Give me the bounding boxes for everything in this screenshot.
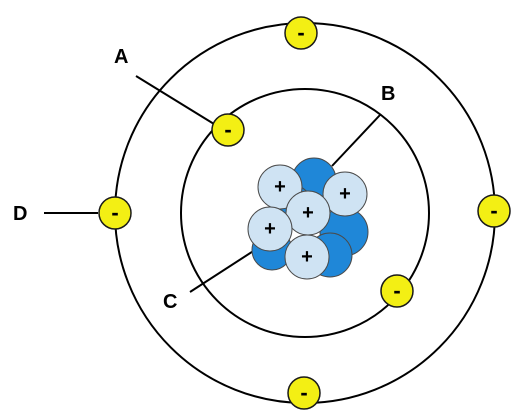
electron-a: - <box>211 113 245 147</box>
electron-sign: - <box>224 117 231 142</box>
proton <box>284 234 330 280</box>
electron-sign: - <box>111 200 118 225</box>
electron-sign: - <box>490 198 497 223</box>
electron-sign: - <box>393 278 400 303</box>
electron-sign: - <box>300 380 307 405</box>
electron-sign: - <box>297 20 304 45</box>
electron-top-outer: - <box>284 16 318 50</box>
proton-sign: + <box>302 202 314 224</box>
electron-d: - <box>98 196 132 230</box>
label-c: C <box>163 291 177 313</box>
label-a: A <box>114 46 128 68</box>
proton-sign: + <box>264 218 276 240</box>
inner-orbit <box>180 88 430 338</box>
pointer-line-b <box>331 114 381 167</box>
proton <box>322 171 368 217</box>
electron-right-outer: - <box>477 194 511 228</box>
electron-inner-lower-right: - <box>380 274 414 308</box>
electron-bottom-outer: - <box>287 376 321 410</box>
pointer-line-c <box>189 247 259 293</box>
proton-sign: + <box>301 246 313 268</box>
proton-sign: + <box>274 176 286 198</box>
nucleus: + + + + + <box>247 157 369 280</box>
label-d: D <box>13 203 27 225</box>
proton <box>247 206 293 252</box>
pointer-line-a <box>135 75 215 125</box>
label-b: B <box>381 83 395 105</box>
proton-sign: + <box>339 183 351 205</box>
